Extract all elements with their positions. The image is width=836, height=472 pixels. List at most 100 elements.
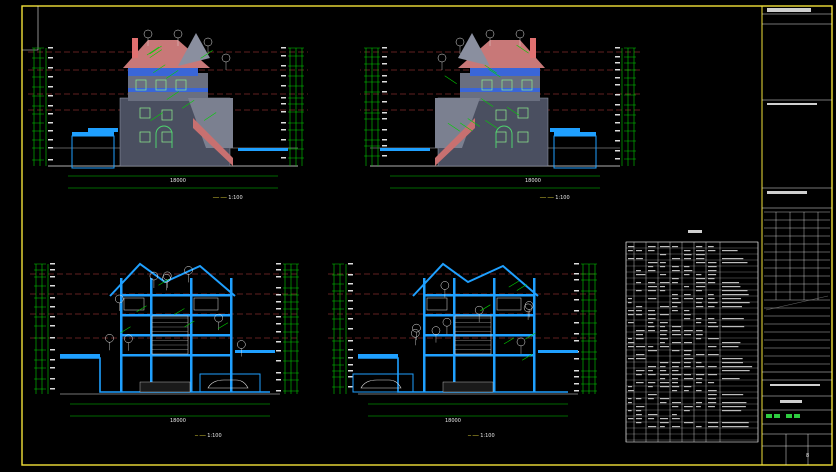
dim-text — [48, 139, 53, 141]
canopy — [88, 128, 118, 132]
schedule-text — [660, 266, 665, 267]
grid-bubble — [438, 54, 446, 62]
schedule-text — [684, 258, 691, 259]
dim-text — [382, 81, 387, 83]
schedule-text — [648, 346, 653, 347]
schedule-text — [648, 370, 653, 371]
schedule-text — [672, 302, 681, 303]
schedule-text — [696, 286, 705, 287]
schedule-text — [636, 382, 644, 383]
schedule-text — [628, 346, 634, 347]
schedule-grid — [626, 242, 758, 442]
schedule-text — [648, 322, 653, 323]
schedule-text — [636, 274, 645, 275]
schedule-text — [648, 314, 656, 315]
schedule-text — [696, 374, 704, 375]
schedule-text — [648, 318, 656, 319]
schedule-text — [636, 282, 641, 283]
schedule-text — [722, 422, 749, 423]
window — [124, 298, 144, 310]
grid-bubble — [432, 327, 440, 335]
schedule-text — [660, 370, 666, 371]
schedule-text — [660, 322, 668, 323]
schedule-text — [636, 354, 644, 355]
elevation-view — [28, 30, 308, 188]
schedule-text — [684, 318, 690, 319]
dim-text — [276, 350, 281, 352]
grid-bubble — [163, 272, 171, 280]
schedule-text — [708, 426, 718, 427]
dim-text — [348, 290, 353, 292]
dim-text — [276, 263, 281, 265]
dim-text — [348, 364, 353, 366]
binding-mark — [22, 6, 38, 50]
schedule-text — [696, 282, 705, 283]
schedule-text — [672, 382, 678, 383]
dim-text — [348, 340, 353, 342]
dim-text — [615, 69, 620, 71]
drawing-number: 8 — [806, 453, 809, 459]
schedule-text — [696, 330, 703, 331]
wall — [533, 278, 536, 392]
dim-text — [48, 86, 53, 88]
schedule-text — [636, 290, 642, 291]
schedule-text — [628, 386, 632, 387]
dim-text — [574, 279, 579, 281]
schedule-text — [722, 298, 741, 299]
dim-text — [50, 269, 55, 271]
wall — [190, 278, 193, 392]
dim-text — [574, 370, 579, 372]
schedule-text — [696, 338, 701, 339]
schedule-text — [636, 250, 642, 251]
dim-text — [382, 139, 387, 141]
schedule-text — [672, 246, 678, 247]
schedule-text — [648, 350, 657, 351]
schedule-text — [722, 406, 746, 407]
dim-text — [50, 349, 55, 351]
schedule-text — [696, 246, 702, 247]
dim-text — [48, 147, 53, 149]
roof-section — [110, 264, 235, 296]
schedule-text — [722, 250, 738, 251]
schedule-text — [628, 338, 632, 339]
schedule-text — [722, 402, 746, 403]
dim-text — [382, 47, 387, 49]
floor-slab — [423, 354, 533, 357]
schedule-text — [696, 302, 702, 303]
schedule-text — [708, 274, 716, 275]
dim-text — [348, 376, 353, 378]
schedule-text — [628, 302, 632, 303]
schedule-text — [722, 262, 747, 263]
section-view — [328, 263, 598, 416]
schedule-text — [684, 362, 691, 363]
schedule-text — [636, 398, 641, 399]
schedule-text — [684, 366, 691, 367]
schedule-text — [684, 422, 693, 423]
dim-text — [574, 333, 579, 335]
schedule-text — [684, 314, 691, 315]
view-caption-south-elevation: ── ── 1:100 — [213, 195, 243, 201]
schedule-text — [708, 406, 715, 407]
schedule-text — [648, 418, 654, 419]
dim-text — [50, 285, 55, 287]
dim-text — [276, 323, 281, 325]
grid-bubble — [144, 30, 152, 38]
schedule-text — [684, 350, 692, 351]
schedule-text — [696, 262, 705, 263]
schedule-text — [684, 294, 691, 295]
dim-text — [281, 85, 286, 87]
dim-text — [382, 112, 387, 114]
schedule-text — [722, 358, 743, 359]
view-caption-section-1: ─ ── 1:100 — [195, 433, 222, 439]
schedule-text — [648, 330, 655, 331]
schedule-text — [660, 338, 668, 339]
dim-text — [348, 263, 353, 265]
schedule-text — [648, 246, 656, 247]
schedule-text — [696, 390, 702, 391]
schedule-text — [708, 302, 718, 303]
schedule-text — [672, 426, 680, 427]
schedule-text — [636, 310, 642, 311]
dim-text — [48, 122, 53, 124]
schedule-text — [648, 414, 657, 415]
